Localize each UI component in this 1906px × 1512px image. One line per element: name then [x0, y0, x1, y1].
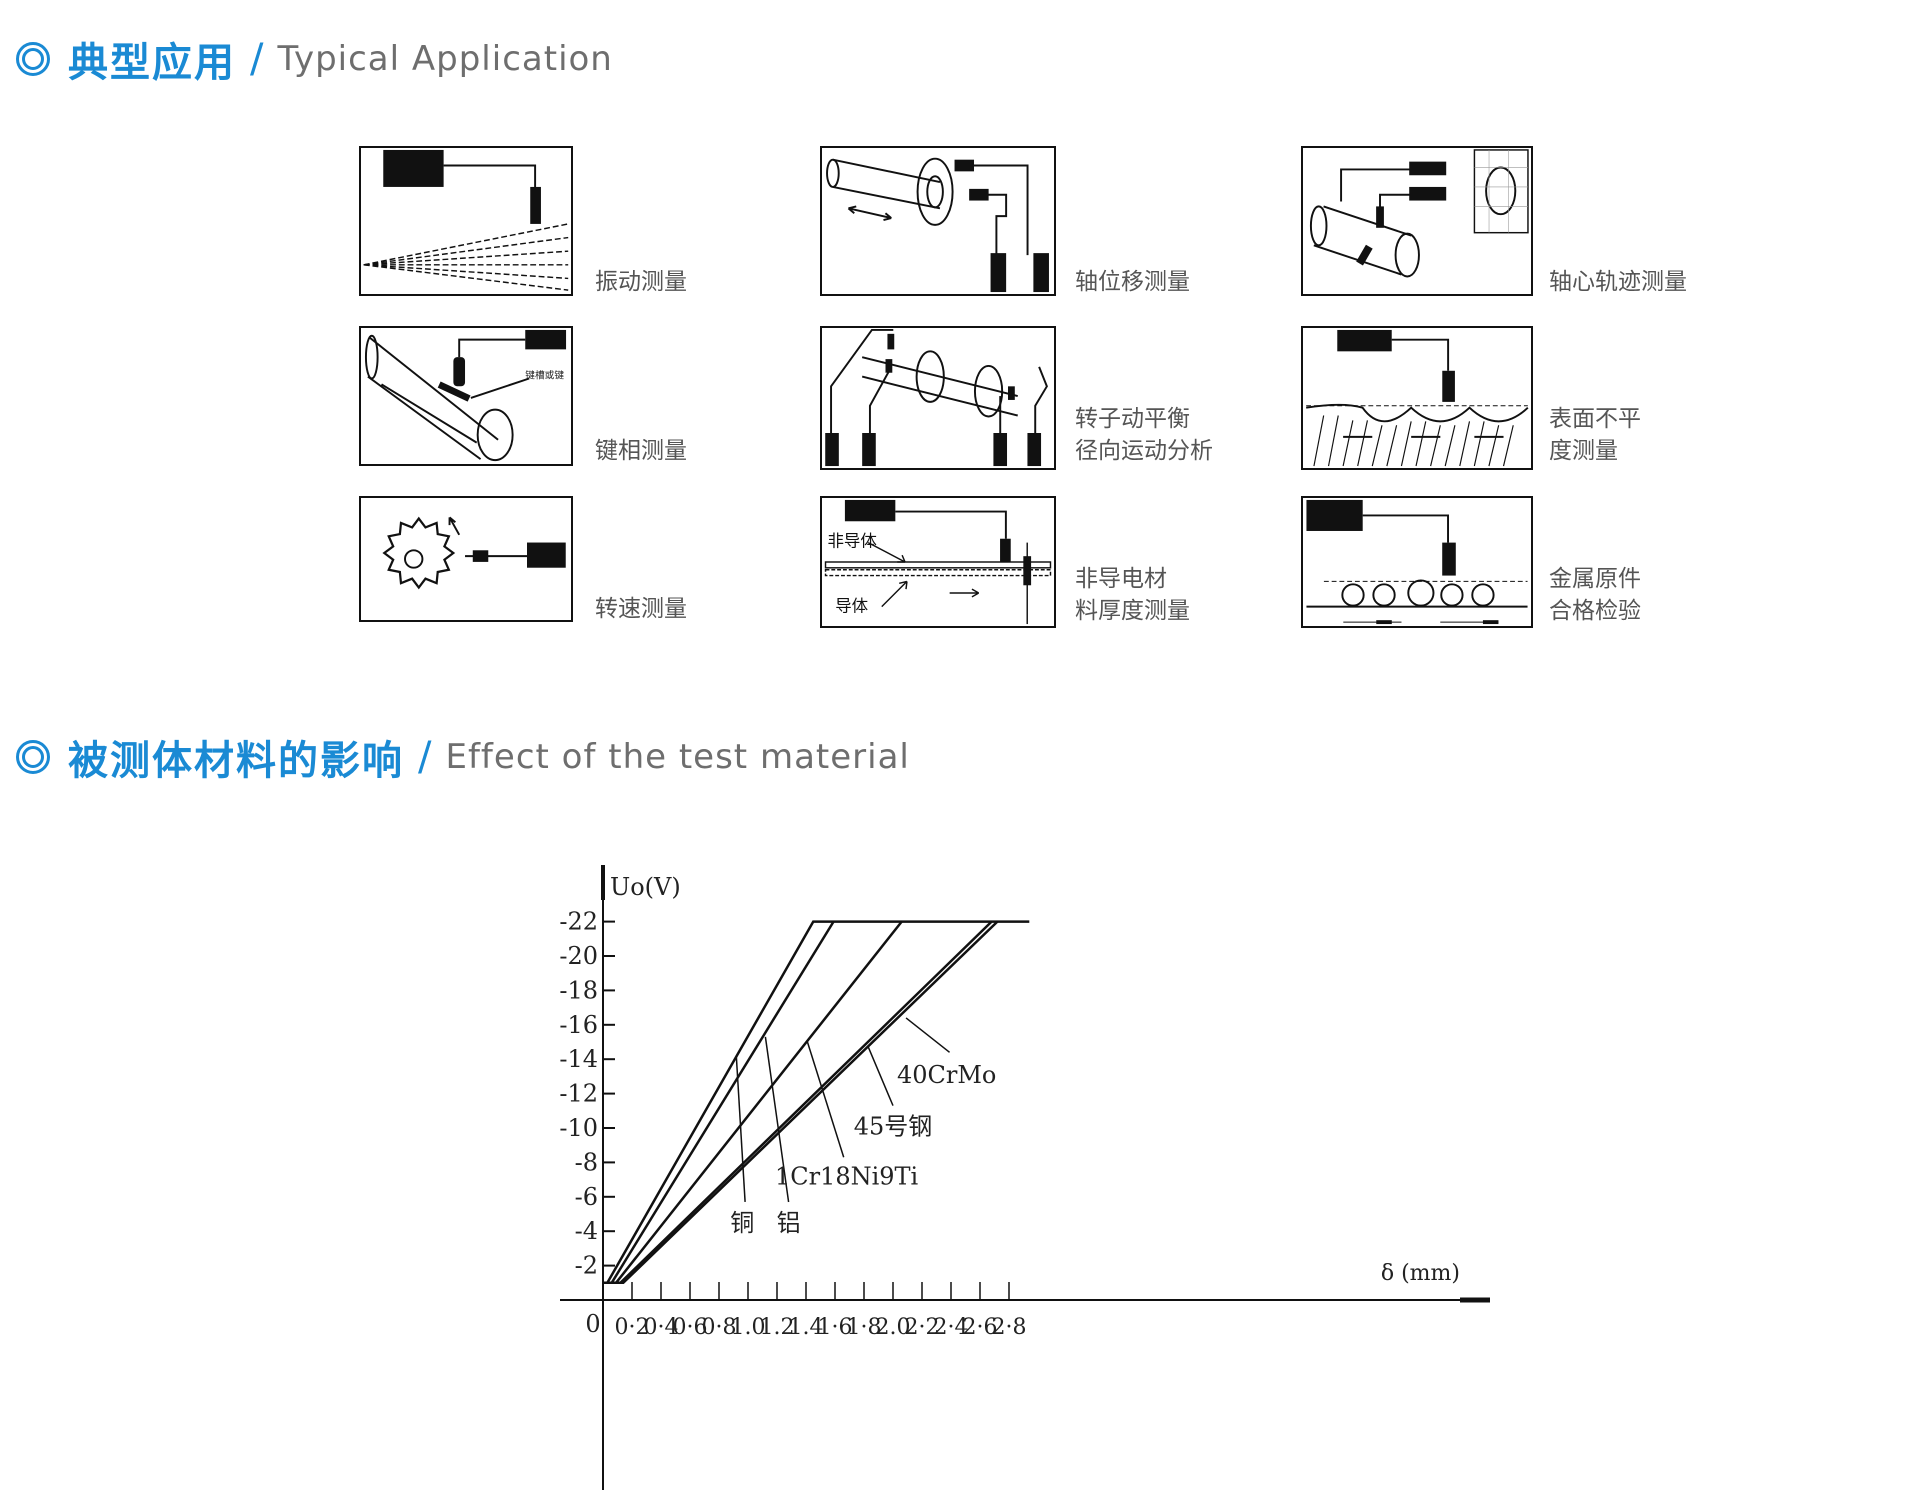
y-tick-label: -8	[575, 1148, 598, 1176]
section-title-en: Effect of the test material	[445, 737, 910, 777]
surface-flatness-diagram	[1301, 326, 1533, 470]
section-title-cn: 被测体材料的影响	[68, 738, 404, 784]
axial-displacement-diagram	[820, 146, 1056, 296]
series-leader-line	[764, 1036, 790, 1203]
y-tick-label: -12	[560, 1080, 598, 1108]
section-header-typical-application: 典型应用 / Typical Application	[16, 30, 613, 88]
origin-label: 0	[585, 1310, 600, 1338]
section-title-cn: 典型应用	[68, 40, 236, 86]
series-line-1Cr18Ni9Ti	[615, 920, 903, 1284]
y-tick-label: -10	[560, 1114, 598, 1142]
y-tick-label: -22	[560, 908, 598, 936]
label-metal-part-inspection: 金属原件合格检验	[1549, 566, 1641, 624]
series-label: 1Cr18Ni9Ti	[775, 1162, 919, 1190]
x-tick-label: 0·8	[702, 1315, 737, 1340]
x-tick-label: 0·2	[615, 1315, 650, 1340]
x-tick-label: 1·8	[847, 1315, 882, 1340]
label-speed: 转速测量	[595, 596, 687, 622]
section-header-test-material: 被测体材料的影响 / Effect of the test material	[16, 728, 910, 786]
double-circle-icon	[16, 740, 50, 774]
x-axis-label: δ (mm)	[1381, 1261, 1460, 1286]
series-leader-line	[867, 1046, 894, 1106]
label-thickness: 非导电材料厚度测量	[1075, 566, 1190, 624]
label-rotor-balance: 转子动平衡径向运动分析	[1075, 406, 1213, 464]
x-tick-label: 1.4	[789, 1315, 824, 1340]
y-tick-label: -14	[560, 1045, 598, 1073]
section-title-en: Typical Application	[277, 39, 613, 79]
x-tick-label: 2·4	[934, 1315, 969, 1340]
series-line-铜	[603, 920, 1030, 1285]
series-line-40CrMo	[603, 920, 999, 1285]
conductor-label: 导体	[835, 596, 868, 615]
series-label: 45号钢	[854, 1113, 933, 1141]
label-keyphase: 键相测量	[595, 438, 687, 464]
y-tick-label: -6	[575, 1183, 598, 1211]
label-orbit: 轴心轨迹测量	[1549, 269, 1687, 295]
x-tick-label: 1.2	[760, 1315, 795, 1340]
keyphase-inner-label: 键槽或键	[525, 369, 564, 382]
x-tick-label: 2·8	[992, 1315, 1027, 1340]
keyphase-diagram: 键槽或键	[359, 326, 573, 466]
series-line-铝	[610, 920, 835, 1284]
series-leader-line	[806, 1041, 845, 1158]
double-circle-icon	[16, 42, 50, 76]
label-vibration: 振动测量	[595, 269, 687, 295]
metal-part-inspection-diagram	[1301, 496, 1533, 628]
y-tick-label: -18	[560, 976, 598, 1004]
series-leader-line	[735, 1057, 746, 1203]
series-line-45号钢	[619, 920, 993, 1284]
label-surface-flatness: 表面不平度测量	[1549, 406, 1641, 464]
label-axial-displacement: 轴位移测量	[1075, 269, 1190, 295]
thickness-diagram: 非导体 导体	[820, 496, 1056, 628]
title-separator: /	[250, 36, 264, 82]
y-axis-label: Uo(V)	[610, 873, 681, 901]
series-label: 40CrMo	[897, 1061, 996, 1089]
x-tick-label: 1.0	[731, 1315, 766, 1340]
series-label: 铝	[777, 1209, 801, 1237]
x-tick-label: 2.0	[876, 1315, 911, 1340]
non-conductor-label: 非导体	[827, 531, 877, 550]
y-tick-label: -4	[575, 1217, 598, 1245]
y-tick-label: -2	[575, 1252, 598, 1280]
rotor-balance-diagram	[820, 326, 1056, 470]
x-tick-label: 1·6	[818, 1315, 853, 1340]
x-tick-label: 2·6	[963, 1315, 998, 1340]
material-effect-chart: Uo(V) δ (mm) 0 -22 -20 -18 -16 -14 -12 -10 -8 -6…	[560, 865, 1490, 1490]
title-separator: /	[418, 734, 432, 780]
series-leader-line	[905, 1017, 951, 1053]
y-tick-label: -16	[560, 1011, 598, 1039]
orbit-diagram	[1301, 146, 1533, 296]
speed-diagram	[359, 496, 573, 622]
x-tick-label: 0·4	[644, 1315, 679, 1340]
x-tick-label: 2·2	[905, 1315, 940, 1340]
x-tick-label: 0·6	[673, 1315, 708, 1340]
y-tick-label: -20	[560, 942, 598, 970]
vibration-diagram	[359, 146, 573, 296]
series-label: 铜	[730, 1209, 754, 1237]
